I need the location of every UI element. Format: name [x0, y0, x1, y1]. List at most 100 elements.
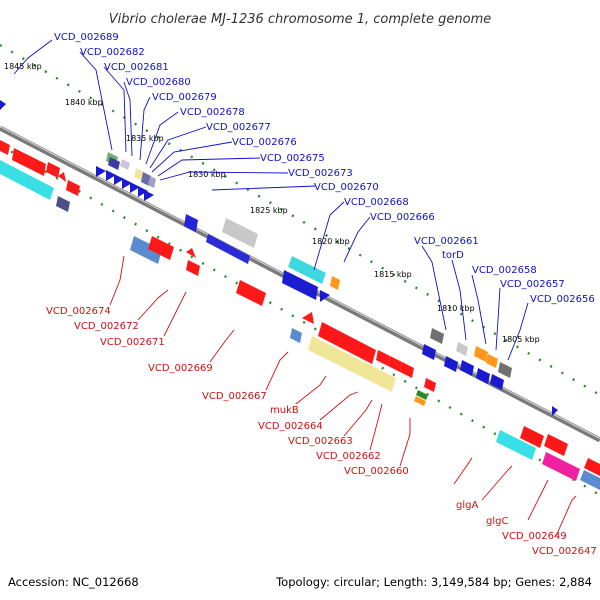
gene-label-vcd-002660[interactable]: VCD_002660: [344, 466, 409, 477]
gene-label-glgc[interactable]: glgC: [486, 516, 508, 527]
gene-forward-cyan: [288, 256, 326, 284]
kbp-label-1805: 1805 kbp: [502, 335, 540, 344]
gene-label-vcd-002681[interactable]: VCD_002681: [104, 62, 169, 73]
gene-forward-arrow: [320, 290, 330, 302]
gene-label-vcd-002670[interactable]: VCD_002670: [314, 182, 379, 193]
gene-reverse-block: [66, 180, 80, 196]
kbp-label-1815: 1815 kbp: [374, 270, 412, 279]
kbp-label-1825: 1825 kbp: [250, 206, 288, 215]
gene-label-vcd-002656[interactable]: VCD_002656: [530, 294, 595, 305]
accession-text: Accession: NC_012668: [8, 575, 139, 589]
gene-reverse-cyan: [0, 160, 54, 200]
gene-reverse-blue: [290, 328, 302, 343]
gene-forward-long: [282, 270, 318, 300]
gene-label-vcd-002664[interactable]: VCD_002664: [258, 421, 323, 432]
gene-label-glga[interactable]: glgA: [456, 500, 478, 511]
gene-reverse-block: [544, 434, 568, 456]
gene-reverse-long: [12, 148, 46, 176]
gene-reverse-block: [186, 260, 200, 276]
gene-reverse-cyan: [496, 430, 536, 460]
gene-label-vcd-002678[interactable]: VCD_002678: [180, 107, 245, 118]
kbp-label-1835: 1835 kbp: [126, 134, 164, 143]
gene-reverse-block: [148, 236, 174, 260]
gene-label-vcd-002661[interactable]: VCD_002661: [414, 236, 479, 247]
gene-reverse-yellow: [308, 336, 396, 392]
gene-reverse-green: [416, 390, 428, 400]
gene-forward-orange: [330, 276, 340, 290]
gene-reverse-long: [236, 280, 266, 306]
gene-forward-block: [108, 157, 120, 170]
gene-label-vcd-002657[interactable]: VCD_002657: [500, 279, 565, 290]
gene-reverse-block: [400, 362, 414, 378]
gene-forward-arrow: [130, 182, 140, 193]
gene-label-vcd-002669[interactable]: VCD_002669: [148, 363, 213, 374]
gene-label-vcd-002679[interactable]: VCD_002679: [152, 92, 217, 103]
gene-label-vcd-002672[interactable]: VCD_002672: [74, 321, 139, 332]
gene-label-vcd-002676[interactable]: VCD_002676: [232, 137, 297, 148]
gene-forward-orange: [474, 346, 488, 362]
gene-label-vcd-002668[interactable]: VCD_002668: [344, 197, 409, 208]
gene-label-vcd-002647[interactable]: VCD_002647: [532, 546, 597, 557]
gene-forward-arrow: [460, 360, 474, 376]
gene-reverse-blue: [130, 236, 162, 264]
gene-forward-arrow: [444, 356, 458, 372]
gene-label-tord[interactable]: torD: [442, 250, 464, 261]
gene-label-vcd-002671[interactable]: VCD_002671: [100, 337, 165, 348]
genome-summary-text: Topology: circular; Length: 3,149,584 bp…: [275, 575, 592, 589]
gene-forward-arrow: [490, 374, 504, 390]
gene-label-vcd-002689[interactable]: VCD_002689: [54, 32, 119, 43]
gene-label-vcd-002666[interactable]: VCD_002666: [370, 212, 435, 223]
kbp-label-1845: 1845 kbp: [4, 62, 42, 71]
gene-forward-block: [148, 176, 156, 188]
gene-reverse-block: [520, 426, 544, 448]
gene-forward-arrow: [122, 178, 132, 189]
kbp-label-1830: 1830 kbp: [188, 170, 226, 179]
gene-forward-grey: [498, 362, 512, 378]
gene-forward-arrow: [552, 406, 558, 416]
gene-reverse-arrow: [58, 172, 66, 182]
gene-label-vcd-002675[interactable]: VCD_002675: [260, 153, 325, 164]
gene-forward-arrow: [476, 368, 490, 384]
gene-label-mukb[interactable]: mukB: [270, 405, 299, 416]
gene-reverse-blue: [580, 470, 600, 490]
gene-label-vcd-002680[interactable]: VCD_002680: [126, 77, 191, 88]
gene-forward-block: [120, 159, 130, 170]
gene-forward-arrow: [138, 186, 148, 197]
gene-label-vcd-002663[interactable]: VCD_002663: [288, 436, 353, 447]
gene-forward-arrow: [114, 174, 124, 185]
gene-forward-orange: [486, 354, 498, 368]
callout-lines: [13, 39, 577, 537]
gene-label-vcd-002658[interactable]: VCD_002658: [472, 265, 537, 276]
gene-forward-grey: [222, 218, 258, 248]
gene-label-vcd-002649[interactable]: VCD_002649: [502, 531, 567, 542]
gene-label-vcd-002677[interactable]: VCD_002677: [206, 122, 271, 133]
kbp-label-1840: 1840 kbp: [65, 98, 103, 107]
gene-forward-arrow: [96, 166, 106, 177]
gene-forward-block: [141, 172, 151, 186]
gene-reverse-block: [56, 196, 70, 212]
gene-forward-arrow: [106, 170, 116, 181]
gene-label-vcd-002682[interactable]: VCD_002682: [80, 47, 145, 58]
gene-reverse-block: [584, 458, 600, 476]
gene-label-vcd-002673[interactable]: VCD_002673: [288, 168, 353, 179]
map-title: Vibrio cholerae MJ-1236 chromosome 1, co…: [109, 12, 491, 27]
gene-reverse-block: [424, 378, 436, 392]
gene-reverse-block: [388, 356, 402, 372]
gene-label-vcd-002662[interactable]: VCD_002662: [316, 451, 381, 462]
gene-label-vcd-002667[interactable]: VCD_002667: [202, 391, 267, 402]
gene-label-vcd-002674[interactable]: VCD_002674: [46, 306, 111, 317]
gene-reverse-block: [46, 162, 60, 178]
kbp-label-1810: 1810 kbp: [437, 304, 475, 313]
gene-reverse-block: [376, 350, 390, 366]
gene-reverse-magenta: [542, 452, 580, 481]
forward-genes: [0, 100, 558, 416]
reverse-genes: [0, 140, 600, 490]
kbp-label-1820: 1820 kbp: [312, 237, 350, 246]
gene-forward-arrow: [0, 100, 6, 110]
gene-forward-long: [206, 234, 250, 264]
gene-reverse-arrow: [186, 248, 196, 258]
gene-forward-arrow: [144, 190, 154, 201]
gene-forward-arrow: [422, 344, 436, 360]
gene-reverse-block: [0, 140, 10, 155]
